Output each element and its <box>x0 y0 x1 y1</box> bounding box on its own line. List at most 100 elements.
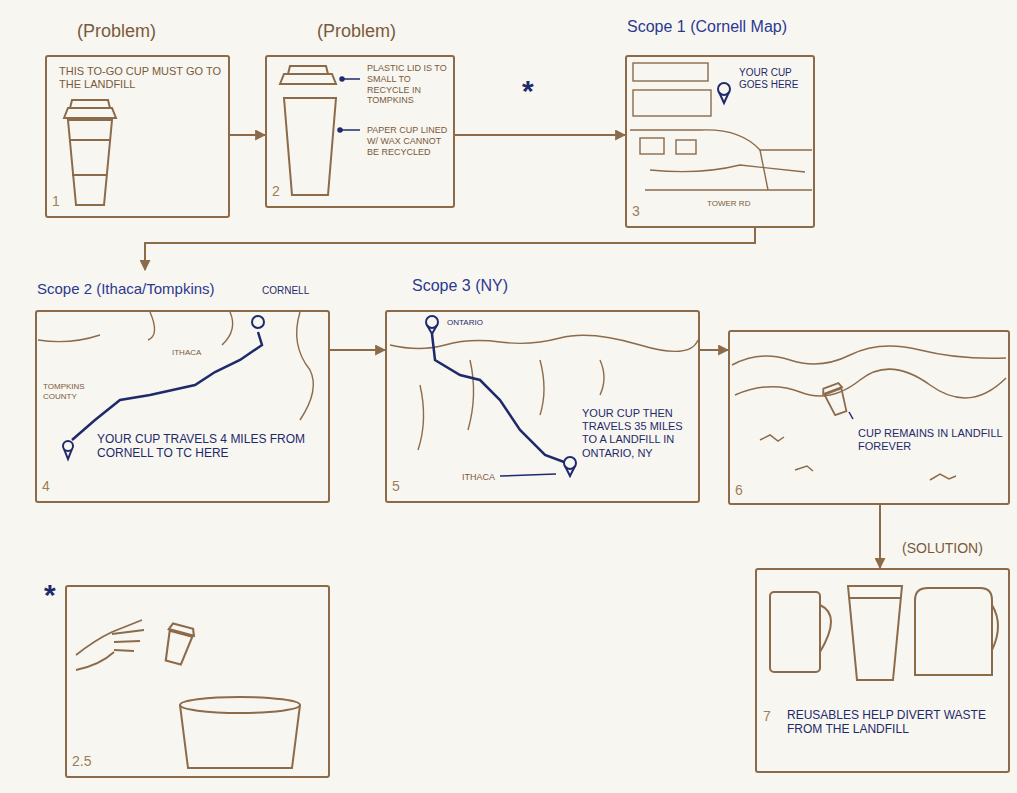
paper-cup <box>284 98 336 195</box>
leader-lines <box>338 77 360 132</box>
jar <box>915 588 992 675</box>
county-map <box>38 312 313 420</box>
flow-arrow <box>700 349 728 351</box>
road <box>650 165 805 172</box>
panel-number: 7 <box>763 708 771 725</box>
map-line <box>38 335 100 342</box>
flow-arrow <box>455 134 625 136</box>
building <box>640 138 664 154</box>
panel-text: THIS TO-GO CUP MUST GO TO THE LANDFILL <box>59 65 224 91</box>
landfill-ridge <box>735 369 1006 398</box>
panel-number: 1 <box>52 193 60 210</box>
asterisk-mark: * <box>522 76 534 106</box>
panel-heading: Scope 1 (Cornell Map) <box>627 17 787 36</box>
hand-outline <box>76 620 144 670</box>
flow-arrow <box>230 134 265 136</box>
map-pin <box>426 316 576 476</box>
panel-number: 5 <box>392 478 400 495</box>
building <box>633 63 708 81</box>
tumbler-lid <box>849 597 901 599</box>
leader-line <box>849 412 853 419</box>
cup-sleeve <box>70 140 110 175</box>
lid-knob <box>288 66 328 74</box>
leader-line <box>340 129 360 131</box>
storyboard-panel: CUP REMAINS IN LANDFILL FOREVER6 <box>728 330 1010 505</box>
panel-heading: Scope 3 (NY) <box>412 276 508 295</box>
cup-lid-knob <box>70 100 110 108</box>
flow-arrow <box>330 349 385 351</box>
panel-number: 2 <box>272 183 280 200</box>
bin-rim <box>180 697 300 713</box>
map-pin <box>718 83 730 103</box>
pin-head <box>252 316 264 328</box>
pin-tip <box>427 325 437 334</box>
cup-body <box>68 120 112 205</box>
panel-text: REUSABLES HELP DIVERT WASTE FROM THE LAN… <box>787 708 1005 737</box>
panel-heading: Scope 2 (Ithaca/Tompkins) <box>37 280 215 298</box>
lake <box>418 385 424 450</box>
cup-parts <box>280 66 336 195</box>
tumbler <box>848 586 902 680</box>
landfill-ridge <box>732 346 1006 365</box>
storyboard-panel: Scope 1 (Cornell Map)YOUR CUP GOES HERET… <box>625 55 815 228</box>
lake <box>540 360 544 415</box>
plastic-lid <box>280 74 336 84</box>
cup-body <box>824 388 849 416</box>
panel-number: 4 <box>42 478 50 495</box>
to-go-cup <box>64 100 116 205</box>
landfill <box>732 346 1006 480</box>
building <box>633 90 711 116</box>
panel-text: PAPER CUP LINED W/ WAX CANNOT BE RECYCLE… <box>367 125 453 157</box>
panel-number: 3 <box>632 203 640 220</box>
reusables <box>770 586 998 680</box>
storyboard-panel: Scope 2 (Ithaca/Tompkins)CORNELLITHACATO… <box>35 310 330 503</box>
storyboard-panel: (Problem)PLASTIC LID IS TO SMALL TO RECY… <box>265 55 455 208</box>
map-label: ITHACA <box>462 472 495 483</box>
storyboard-panel: Scope 3 (NY)ONTARIOITHACAYOUR CUP THEN T… <box>385 310 700 503</box>
flow-arrow <box>879 505 881 568</box>
building <box>676 140 696 154</box>
road <box>760 150 768 190</box>
falling-cup <box>161 623 196 666</box>
panel-text: PLASTIC LID IS TO SMALL TO RECYCLE IN TO… <box>367 63 453 106</box>
leader-line <box>500 474 556 476</box>
panel-text: YOUR CUP GOES HERE <box>739 67 811 91</box>
map-label: TOWER RD <box>707 199 750 209</box>
route-line <box>72 332 262 440</box>
panel-number: 6 <box>735 482 743 499</box>
pin-tip <box>719 92 729 103</box>
panel-heading: (Problem) <box>77 21 156 43</box>
panel-heading: (SOLUTION) <box>902 540 983 557</box>
campus-map <box>630 63 812 190</box>
pin-tip <box>565 466 575 476</box>
hand <box>76 620 144 670</box>
trash-bin <box>180 697 300 768</box>
asterisk-mark: * <box>44 580 56 610</box>
trash <box>930 474 956 480</box>
mug-handle <box>820 605 831 652</box>
leader-dot <box>338 128 342 132</box>
lake <box>600 360 604 395</box>
panel-number: 2.5 <box>72 753 91 770</box>
pin-tip <box>64 449 72 459</box>
flow-arrow <box>145 228 755 270</box>
storyboard-panel: 2.5 <box>65 585 330 778</box>
trash <box>760 435 784 441</box>
state-map <box>390 335 698 450</box>
storyboard-panel: (Problem)THIS TO-GO CUP MUST GO TO THE L… <box>45 55 230 218</box>
lake <box>468 360 474 430</box>
map-line <box>297 312 314 420</box>
leader-dot <box>340 77 344 81</box>
map-label: ONTARIO <box>447 318 483 328</box>
road <box>630 130 812 150</box>
bin-body <box>180 705 300 768</box>
cup-body <box>162 631 192 666</box>
coastline <box>390 335 698 351</box>
panel-text: YOUR CUP TRAVELS 4 MILES FROM CORNELL TO… <box>97 432 319 461</box>
trash <box>795 466 813 471</box>
panel-heading: (Problem) <box>317 21 396 43</box>
panel-text: YOUR CUP THEN TRAVELS 35 MILES TO A LAND… <box>582 407 696 460</box>
